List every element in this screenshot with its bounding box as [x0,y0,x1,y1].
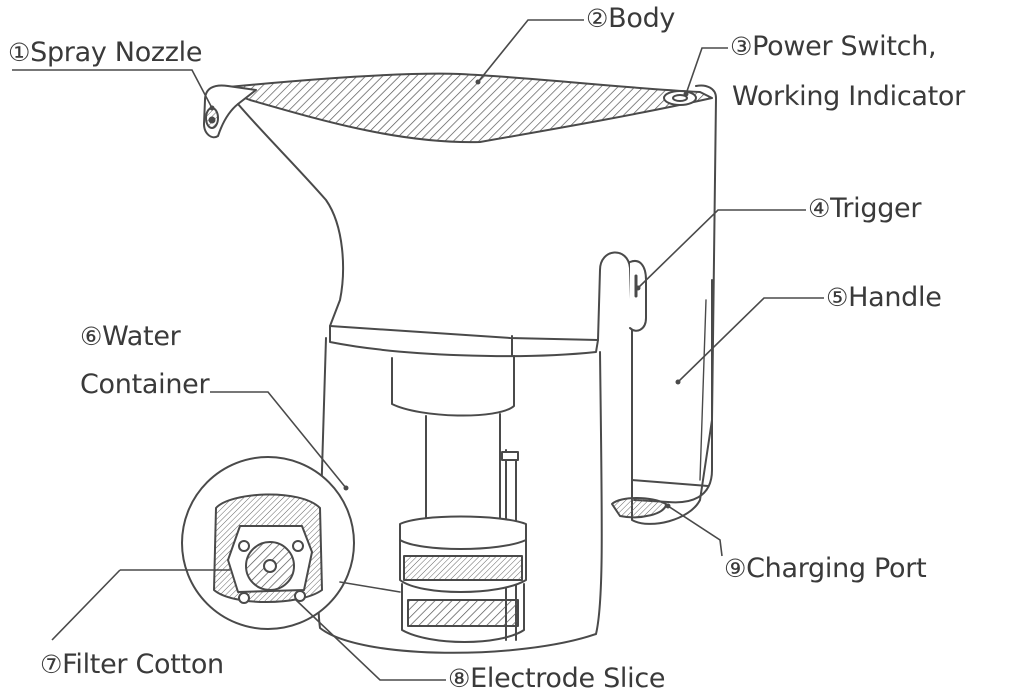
label-trigger: ④Trigger [808,193,922,224]
leader-filter-cotton [51,569,121,641]
body-outline [237,84,717,525]
water-container-part [317,335,603,654]
label-water-container: ⑥Water [80,321,181,352]
leader-body [477,19,584,83]
label-working-indicator-text: Working Indicator [732,81,965,112]
label-water-text: Water [102,321,181,352]
label-trigger-text: Trigger [830,193,922,224]
label-power-switch-line2: Working Indicator [732,80,965,114]
label-spray-nozzle: ①Spray Nozzle [8,37,203,68]
label-spray-nozzle-text: Spray Nozzle [30,37,203,68]
handle-part [631,279,713,504]
label-water-container-line2: Container [80,368,210,402]
charging-port-part [611,497,667,519]
label-body: ②Body [586,3,676,34]
label-charging-port-text: Charging Port [746,553,927,584]
leader-trigger [637,209,806,289]
body-top-surface [217,72,713,144]
leader-water-container [210,391,347,489]
label-charging-port: ⑨Charging Port [724,553,927,584]
leader-lines [12,19,824,681]
label-container-text: Container [80,369,210,400]
label-body-text: Body [608,3,676,34]
label-handle: ⑤Handle [826,282,942,313]
trigger-part [629,260,647,332]
label-filter-cotton: ⑦Filter Cotton [40,649,224,680]
power-switch-part [663,90,697,106]
leader-power-switch [685,47,728,95]
label-handle-text: Handle [848,282,942,313]
label-electrode-slice-text: Electrode Slice [470,663,666,694]
label-power-switch: ③Power Switch, [730,31,937,62]
zoom-detail [181,456,401,630]
leader-electrode-slice [295,599,446,681]
leader-charging-port [667,505,723,557]
label-power-switch-text: Power Switch, [752,31,937,62]
leader-handle [677,297,824,383]
label-filter-cotton-text: Filter Cotton [62,649,224,680]
leader-spray-nozzle [12,69,213,109]
label-electrode-slice: ⑧Electrode Slice [448,663,666,694]
spray-nozzle-part [203,84,257,139]
body-collar [329,325,599,358]
